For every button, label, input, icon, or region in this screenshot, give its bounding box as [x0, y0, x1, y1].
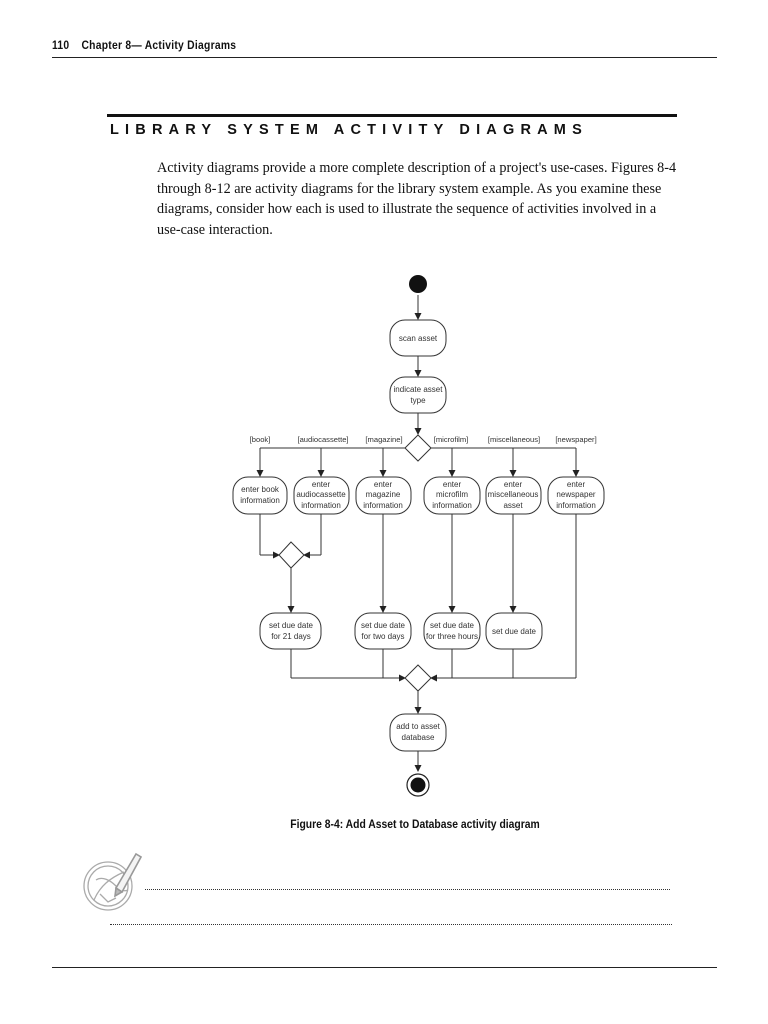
svg-text:[miscellaneous]: [miscellaneous] — [488, 435, 540, 444]
svg-text:enter book: enter book — [241, 485, 280, 494]
svg-text:newspaper: newspaper — [556, 490, 595, 499]
note-pencil-icon — [80, 850, 143, 916]
svg-text:add to asset: add to asset — [396, 722, 440, 731]
section-rule — [107, 114, 677, 117]
svg-text:information: information — [363, 501, 403, 510]
svg-text:set due date: set due date — [269, 621, 314, 630]
svg-text:[magazine]: [magazine] — [365, 435, 402, 444]
svg-text:audiocassette: audiocassette — [296, 490, 346, 499]
svg-text:enter: enter — [504, 480, 523, 489]
svg-text:[audiocassette]: [audiocassette] — [297, 435, 348, 444]
svg-text:for three hours: for three hours — [426, 632, 478, 641]
svg-text:information: information — [240, 496, 280, 505]
svg-text:indicate asset: indicate asset — [394, 385, 444, 394]
svg-text:type: type — [410, 396, 426, 405]
initial-node — [409, 275, 427, 293]
svg-text:enter: enter — [567, 480, 586, 489]
svg-text:database: database — [402, 733, 435, 742]
svg-text:microfilm: microfilm — [436, 490, 468, 499]
section-title: LIBRARY SYSTEM ACTIVITY DIAGRAMS — [110, 122, 588, 138]
svg-text:[newspaper]: [newspaper] — [555, 435, 596, 444]
footer-rule — [52, 967, 717, 968]
svg-text:magazine: magazine — [366, 490, 401, 499]
svg-text:enter: enter — [374, 480, 393, 489]
chapter-title: Chapter 8— Activity Diagrams — [81, 38, 237, 52]
svg-text:information: information — [301, 501, 341, 510]
svg-text:asset: asset — [503, 501, 523, 510]
merge-diamond-book-audio — [278, 541, 305, 569]
svg-text:information: information — [556, 501, 596, 510]
svg-text:[microfilm]: [microfilm] — [434, 435, 469, 444]
svg-text:enter: enter — [312, 480, 331, 489]
svg-text:enter: enter — [443, 480, 462, 489]
page-number: 110 — [52, 38, 70, 52]
activity-diagram: scan asset indicate asset type enter boo… — [225, 268, 610, 808]
header-rule — [52, 57, 717, 58]
svg-text:set due date: set due date — [492, 627, 537, 636]
svg-text:for two days: for two days — [361, 632, 404, 641]
note-dotted-rule-top — [145, 889, 670, 890]
svg-text:set due date: set due date — [430, 621, 475, 630]
merge-diamond-main — [404, 664, 432, 692]
running-header: 110 Chapter 8— Activity Diagrams — [52, 38, 236, 52]
svg-text:scan asset: scan asset — [399, 334, 438, 343]
body-paragraph: Activity diagrams provide a more complet… — [157, 160, 677, 238]
figure-caption: Figure 8-4: Add Asset to Database activi… — [290, 819, 540, 831]
svg-text:information: information — [432, 501, 472, 510]
svg-text:miscellaneous: miscellaneous — [488, 490, 539, 499]
decision-diamond — [404, 434, 432, 462]
svg-text:[book]: [book] — [250, 435, 271, 444]
note-dotted-rule-bottom — [110, 924, 672, 925]
svg-text:for 21 days: for 21 days — [271, 632, 311, 641]
svg-text:set due date: set due date — [361, 621, 406, 630]
